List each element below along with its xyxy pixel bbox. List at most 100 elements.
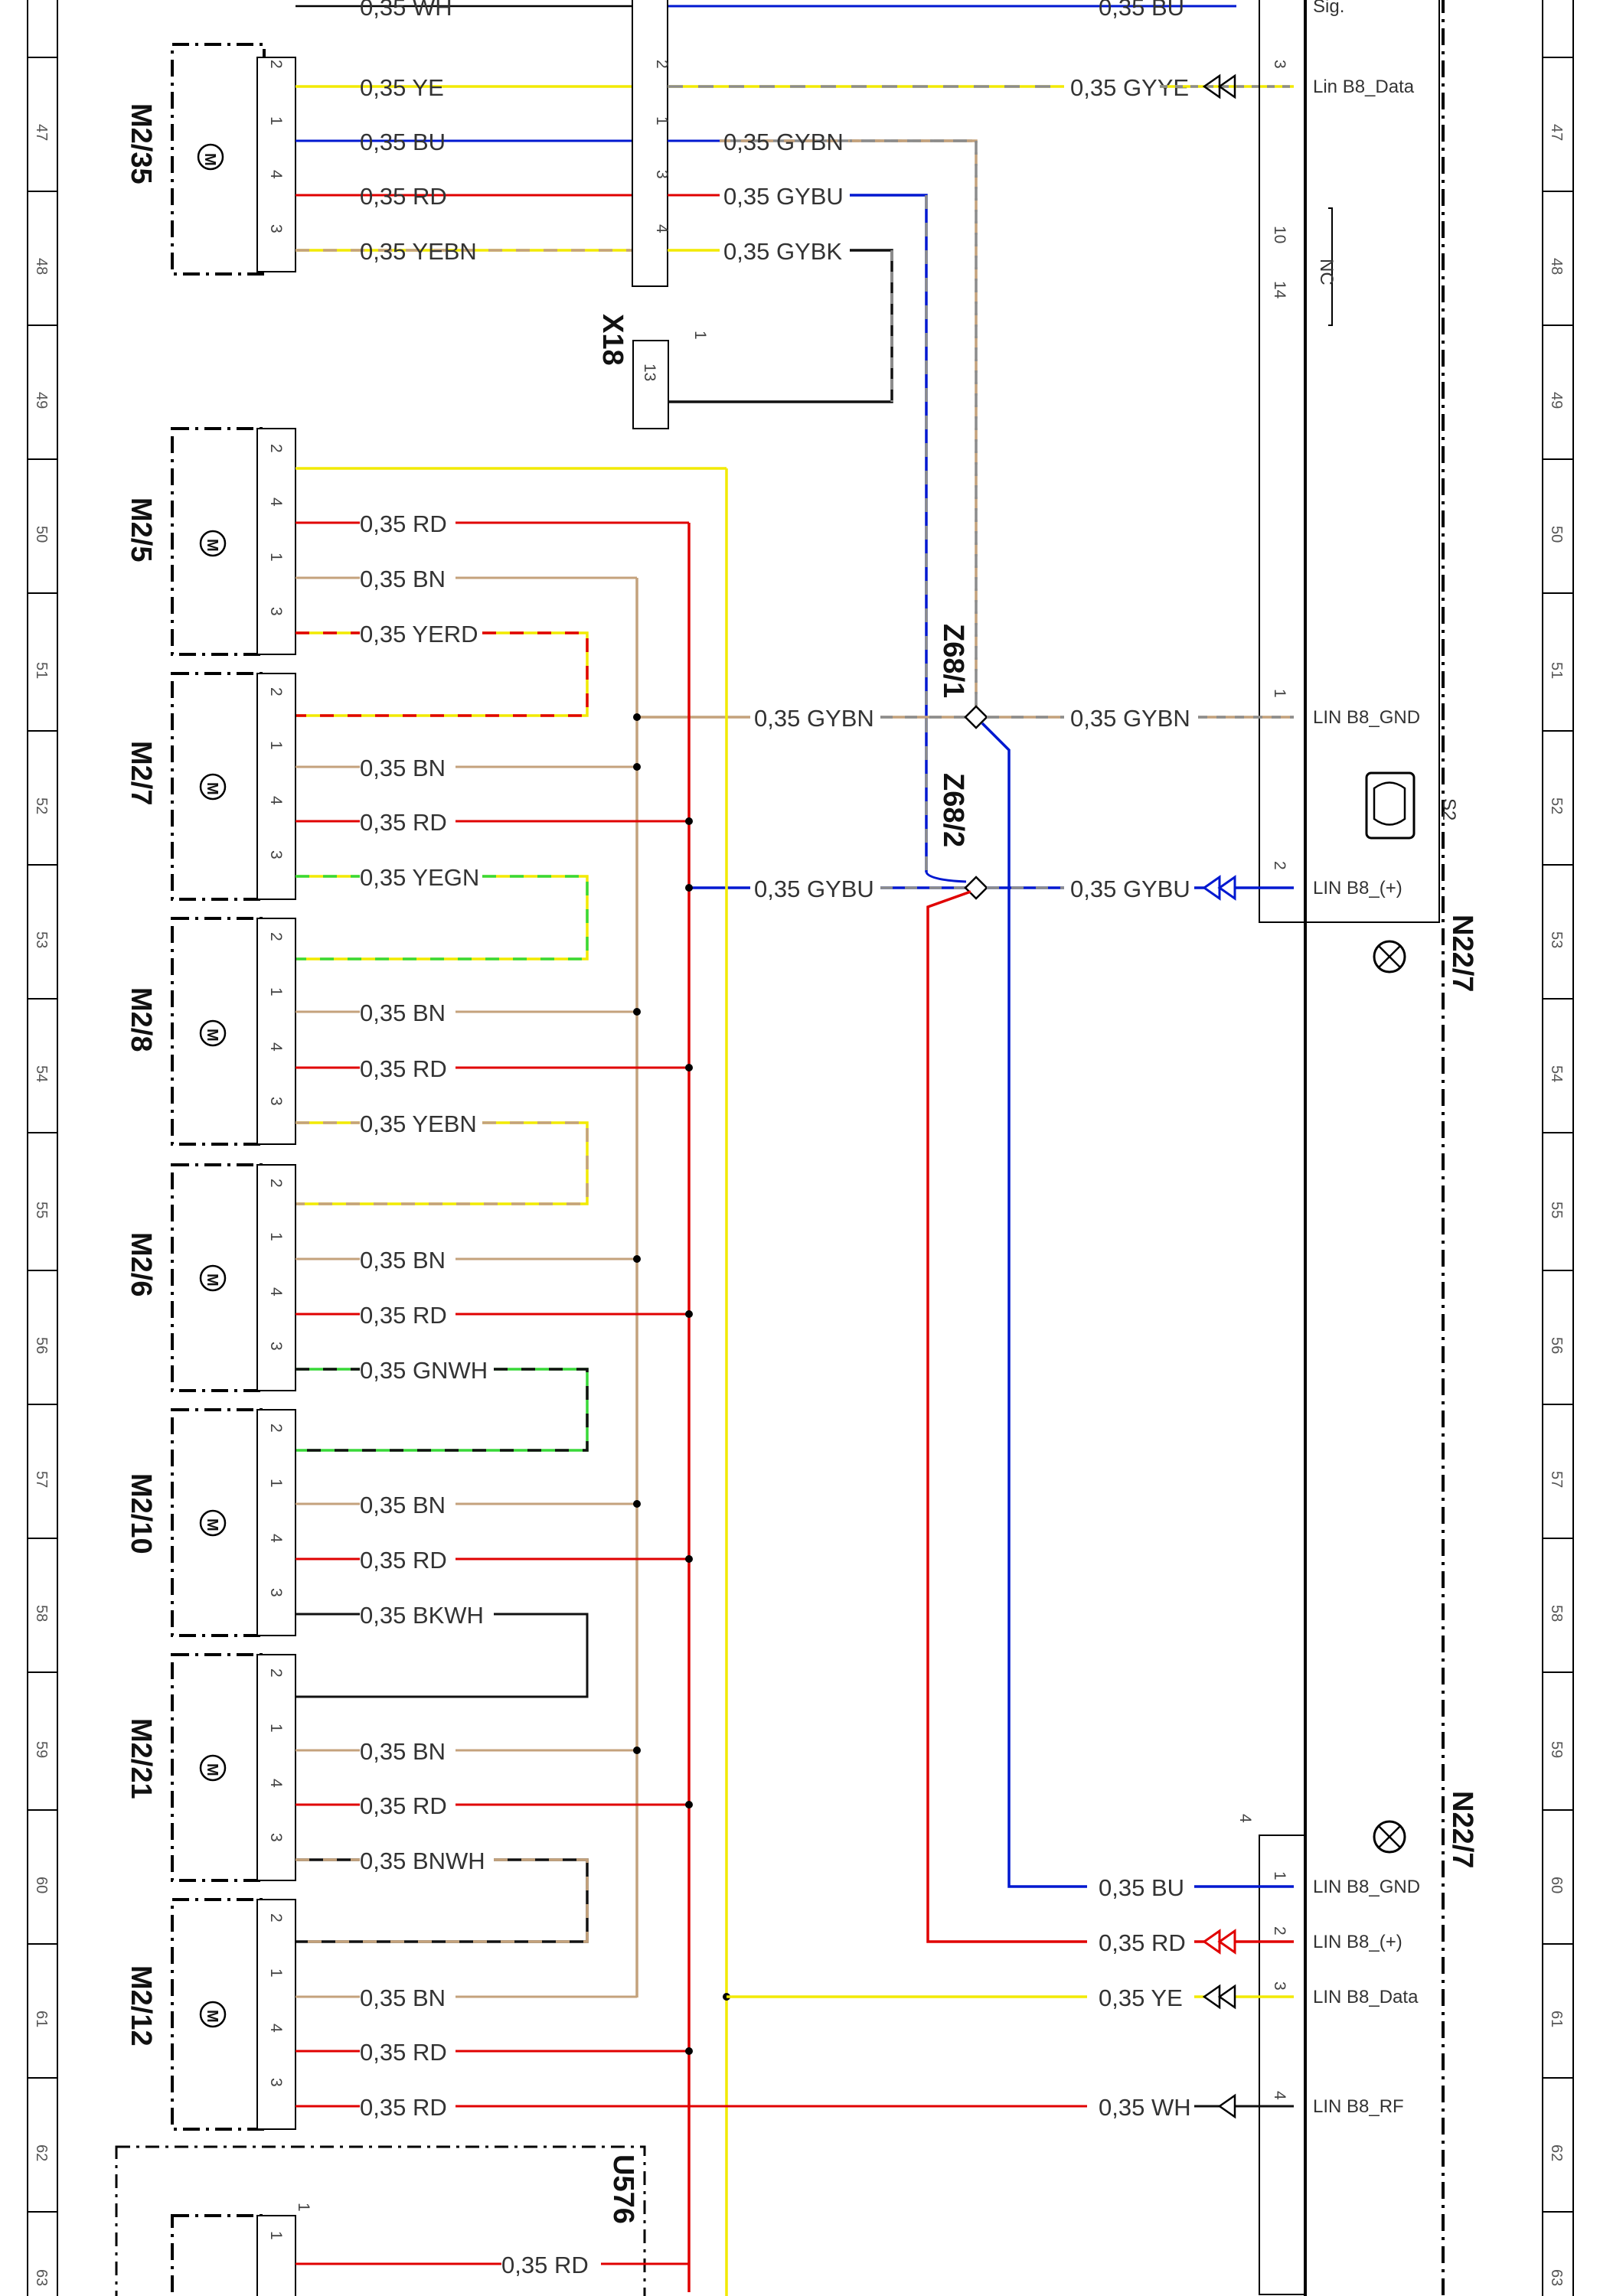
component-label-n22-7-bottom: N22/7: [1446, 1791, 1478, 1868]
row-number: 53: [1548, 931, 1565, 948]
pin-number: 1: [295, 2203, 312, 2212]
component-label-x18: X18: [596, 314, 629, 366]
component-label-n22-7-top: N22/7: [1446, 915, 1478, 992]
wire-label: 0,35 BU: [1099, 1874, 1184, 1901]
row-number: 58: [33, 1605, 50, 1622]
pin-number: 1: [267, 1724, 285, 1733]
row-number: 63: [33, 2269, 50, 2286]
motor-symbol: M: [201, 153, 218, 166]
row-number: 48: [1548, 258, 1565, 275]
wire-label: 0,35 BN: [360, 1000, 446, 1026]
splice-label-z68-2: Z68/2: [937, 773, 969, 847]
wire-label: 0,35 GYBN: [754, 705, 874, 732]
pin-label-lin-b8-rf: LIN B8_RF: [1313, 2096, 1404, 2117]
wire-label: 0,35 BN: [360, 1738, 446, 1765]
pin-number: 4: [267, 1042, 285, 1052]
wire-label: 0,35 YEBN: [360, 238, 477, 265]
wire-label: 0,35 GYBK: [723, 238, 842, 265]
control-unit-n22-7: 3 10 14 1 2 NC N22/7 N22/7 S2 4: [1236, 0, 1478, 2296]
connector-x18: 2 1 3 4 X18 13 1: [596, 0, 709, 429]
pin-label-lin-b8-gnd-bottom: LIN B8_GND: [1313, 1877, 1420, 1897]
wire-label: 0,35 RD: [360, 1547, 447, 1574]
pin-number: 1: [267, 1479, 285, 1488]
row-number: 57: [33, 1471, 50, 1488]
component-label-u576: U576: [607, 2154, 639, 2224]
wire-label: 0,35 BNWH: [360, 1848, 485, 1874]
wire-label: 0,35 BN: [360, 566, 446, 592]
wire-label: 0,35 BN: [360, 1492, 446, 1518]
row-number: 61: [1548, 2011, 1565, 2027]
pin-number: 3: [267, 1588, 285, 1597]
pin-number: 2: [267, 444, 285, 453]
row-number: 49: [1548, 392, 1565, 409]
row-number: 47: [1548, 124, 1565, 141]
wire-label: 0,35 RD: [360, 510, 447, 537]
wire-label: 0,35 BU: [1099, 0, 1184, 21]
wire-label: 0,35 GYBU: [754, 876, 874, 902]
pin-number: 4: [653, 224, 671, 233]
pin-number: 1: [1271, 689, 1288, 698]
wire-label: 0,35 YE: [1099, 1985, 1183, 2011]
wire-label: 0,35 YE: [360, 74, 444, 101]
row-number: 60: [1548, 1877, 1565, 1893]
pin-number: 1: [267, 116, 285, 126]
pin-number: 1: [1271, 1871, 1288, 1880]
component-label-m2-12: M2/12: [125, 1965, 157, 2047]
row-numbers-right: 47 48 49 50 51 52 53 54 55 56 57 58 59 6…: [1548, 124, 1565, 2286]
pin-number: 1: [267, 1968, 285, 1978]
pin-number: 3: [267, 1097, 285, 1106]
motor-box-m2-8: M M2/8 2 1 4 3: [125, 917, 296, 1146]
row-number: 55: [33, 1202, 50, 1218]
motor-symbol: M: [204, 1518, 220, 1531]
row-number: 50: [1548, 526, 1565, 543]
row-number: 53: [33, 931, 50, 948]
wire-label: 0,35 BU: [360, 129, 446, 155]
pin-number: 2: [267, 60, 285, 69]
wire-label: 0,35 RD: [360, 183, 447, 210]
wire-label: 0,35 RD: [1099, 1929, 1186, 1956]
pin-number: 2: [267, 1668, 285, 1678]
wire-label: 0,35 BN: [360, 755, 446, 781]
row-number: 52: [1548, 797, 1565, 814]
row-number: 54: [1548, 1065, 1565, 1082]
motor-symbol: M: [204, 1763, 220, 1776]
component-label-m2-8: M2/8: [125, 987, 157, 1052]
component-label-m2-7: M2/7: [125, 741, 157, 805]
row-number: 63: [1548, 2269, 1565, 2286]
row-number: 59: [1548, 1741, 1565, 1758]
pin-number: 2: [267, 687, 285, 696]
pin-number: 4: [267, 1534, 285, 1543]
row-number: 50: [33, 526, 50, 543]
pin-number: 3: [267, 1342, 285, 1351]
row-number: 59: [33, 1741, 50, 1758]
pin-number: 4: [1271, 2091, 1288, 2100]
row-numbers-left: 47 48 49 50 51 52 53 54 55 56 57 58 59 6…: [33, 124, 50, 2286]
row-number: 51: [1548, 662, 1565, 679]
pin-number: 2: [653, 60, 671, 69]
wire-label: 0,35 BN: [360, 1985, 446, 2011]
row-number: 61: [33, 2011, 50, 2027]
junction-dots: [633, 713, 730, 2055]
component-label-s2: S2: [1438, 798, 1459, 820]
pin-number: 3: [1271, 60, 1288, 69]
pin-number: 4: [1236, 1814, 1254, 1823]
pin-number: 1: [267, 553, 285, 562]
wire-label: 0,35 RD: [360, 1792, 447, 1819]
pin-number: 2: [1271, 1926, 1288, 1936]
pin-number: 3: [267, 607, 285, 616]
wire-label: 0,35 YEBN: [360, 1110, 477, 1137]
pin-number: 4: [267, 1287, 285, 1296]
pin-number: 4: [267, 2024, 285, 2033]
pin-label-nc: NC: [1316, 259, 1337, 285]
pin-number: 2: [267, 1179, 285, 1188]
splice-label-z68-1: Z68/1: [937, 624, 969, 698]
motor-box-m2-35: M M2/35: [125, 43, 296, 276]
wire-label: 0,35 WH: [1099, 2094, 1191, 2121]
row-number: 52: [33, 797, 50, 814]
motor-symbol: M: [204, 782, 220, 795]
motor-symbol: M: [204, 2010, 220, 2023]
motor-box-m2-21: M M2/21 2 1 4 3: [125, 1653, 296, 1882]
pin-number: 2: [267, 1913, 285, 1923]
component-label-m2-6: M2/6: [125, 1232, 157, 1296]
wire-label: 0,35 RD: [360, 1055, 447, 1082]
